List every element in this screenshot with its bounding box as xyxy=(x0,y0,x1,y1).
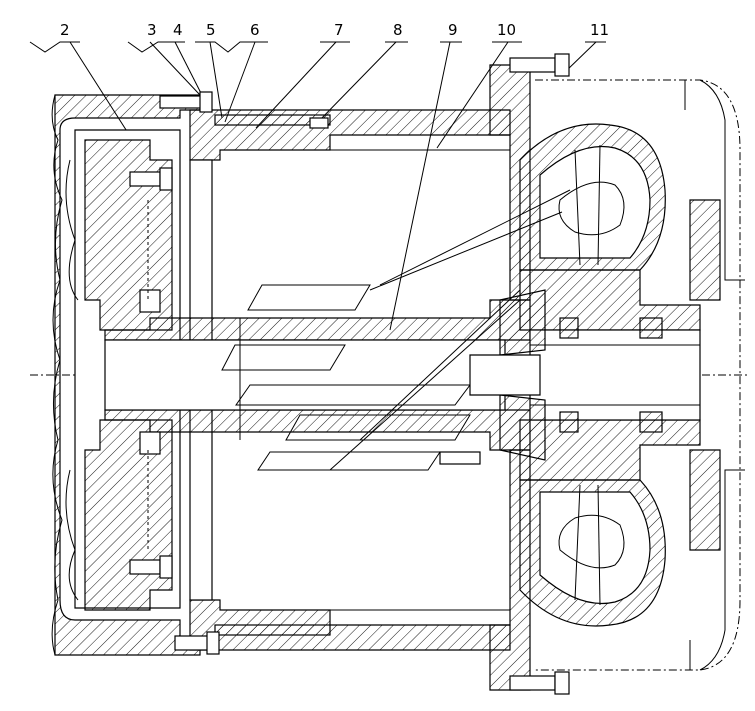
torque-converter xyxy=(469,79,745,671)
callout-labels: 2 3 4 5 6 7 8 9 10 11 xyxy=(60,21,609,39)
callout-11: 11 xyxy=(590,21,609,39)
callout-8: 8 xyxy=(393,21,403,39)
callout-5: 5 xyxy=(206,21,216,39)
callout-9: 9 xyxy=(448,21,458,39)
input-shaft xyxy=(104,284,531,471)
callout-7: 7 xyxy=(334,21,344,39)
section-leaders xyxy=(329,189,571,471)
callout-3: 3 xyxy=(147,21,157,39)
callout-2: 2 xyxy=(60,21,70,39)
callout-10: 10 xyxy=(497,21,516,39)
bolts xyxy=(129,53,570,695)
callout-6: 6 xyxy=(250,21,260,39)
callout-4: 4 xyxy=(173,21,183,39)
